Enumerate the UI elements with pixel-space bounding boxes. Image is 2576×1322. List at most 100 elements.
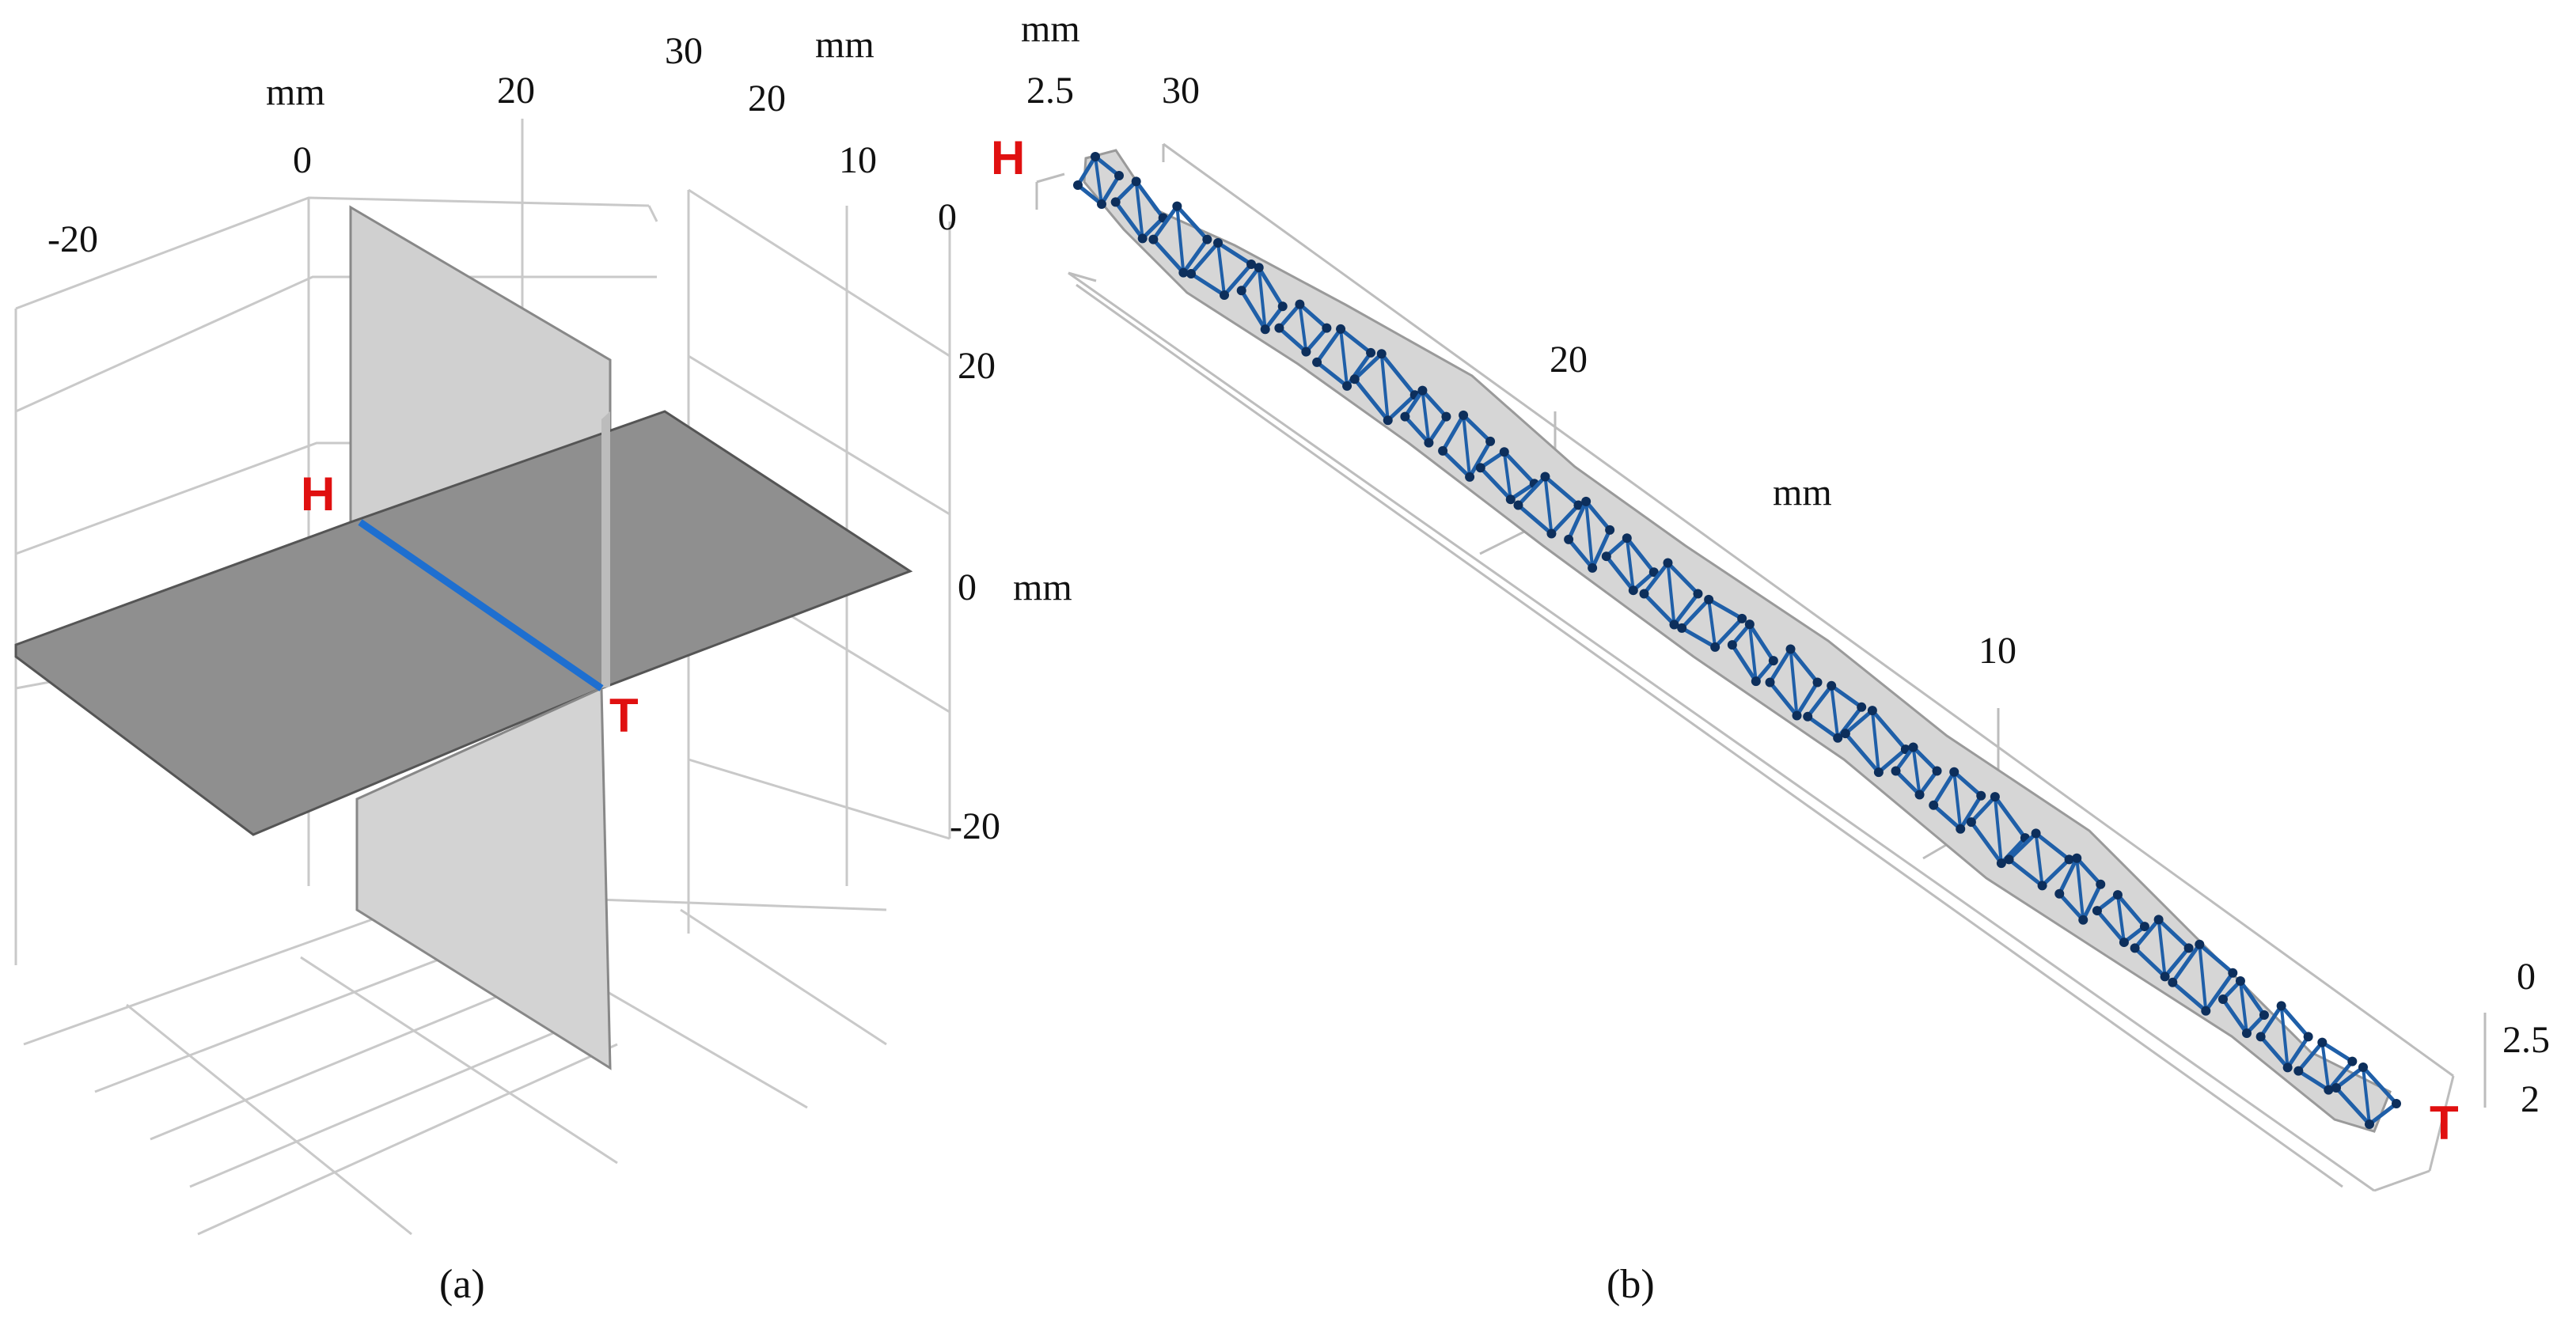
mesh-node bbox=[1417, 385, 1428, 396]
mesh-node bbox=[1622, 533, 1632, 544]
mesh-node bbox=[1605, 525, 1615, 535]
mesh-node bbox=[1336, 324, 1346, 334]
mesh-node bbox=[2201, 1006, 2211, 1016]
mesh-node bbox=[1751, 676, 1761, 687]
mesh-node bbox=[1438, 445, 1448, 456]
mesh-node bbox=[1475, 463, 1485, 473]
mesh-node bbox=[1485, 436, 1496, 446]
mesh-cell-diagonal bbox=[1789, 649, 1799, 716]
panel-a-axis-unit-y: mm bbox=[815, 24, 874, 66]
mesh-node bbox=[2096, 879, 2106, 889]
mesh-node bbox=[2037, 881, 2047, 891]
mesh-cells bbox=[1073, 152, 2401, 1129]
mesh-cell-diagonal bbox=[1625, 537, 1635, 591]
mesh-node bbox=[1260, 324, 1270, 335]
mesh-cell-diagonal bbox=[2157, 919, 2167, 977]
panel-b-tick-top: 2.5 bbox=[1026, 70, 1074, 112]
mesh-node bbox=[1465, 472, 1475, 482]
panel-b: H T mm mm 2.5 30 20 10 0 2.5 2 (b) bbox=[991, 8, 2550, 1307]
panel-a-tick-y-0: 30 bbox=[665, 30, 703, 72]
mesh-cell-diagonal bbox=[1993, 796, 2003, 864]
mesh-cell-diagonal bbox=[1707, 599, 1717, 648]
mesh-cell-diagonal bbox=[1134, 181, 1144, 239]
mesh-node bbox=[1459, 410, 1469, 420]
mesh-node bbox=[1376, 349, 1387, 359]
mesh-node bbox=[1114, 171, 1124, 180]
mesh-node bbox=[1601, 551, 1611, 562]
mesh-node bbox=[1873, 767, 1884, 778]
mesh-node bbox=[1236, 286, 1246, 296]
mesh-cell-diagonal bbox=[1747, 623, 1758, 682]
mesh-node bbox=[1383, 415, 1393, 426]
mesh-cell-diagonal bbox=[1462, 415, 1472, 478]
mesh-node bbox=[1669, 619, 1679, 630]
mesh-node bbox=[1137, 233, 1148, 244]
panel-a-tick-y-1: 20 bbox=[748, 78, 786, 119]
panel-a-axis-unit-z: mm bbox=[1013, 566, 1072, 608]
panel-a-tick-x-1: 0 bbox=[293, 139, 312, 181]
mesh-node bbox=[1322, 323, 1332, 333]
mesh-cell-diagonal bbox=[2198, 944, 2208, 1011]
panel-b-tick-right-2: 2 bbox=[2521, 1078, 2540, 1120]
mesh-node bbox=[1704, 594, 1714, 604]
vertical-plane-lower bbox=[355, 686, 612, 1070]
mesh-node bbox=[2228, 968, 2238, 978]
mesh-node bbox=[1573, 500, 1584, 510]
mesh-node bbox=[1908, 742, 1918, 752]
panel-b-tick-len-2: 10 bbox=[1978, 630, 2016, 672]
mesh-cell-diagonal bbox=[1421, 390, 1431, 443]
mesh-node bbox=[1131, 176, 1141, 187]
panel-a-label-head: H bbox=[301, 468, 335, 521]
mesh-node bbox=[2324, 1085, 2334, 1095]
mesh-node bbox=[1202, 234, 1212, 244]
panel-b-label-head: H bbox=[991, 131, 1025, 184]
mesh-node bbox=[2092, 906, 2102, 916]
mesh-node bbox=[1295, 299, 1305, 309]
mesh-node bbox=[1073, 180, 1083, 190]
panel-a-axis-unit-x: mm bbox=[266, 71, 325, 113]
mesh-node bbox=[1744, 619, 1755, 630]
mesh-node bbox=[1499, 447, 1509, 457]
mesh-node bbox=[1254, 263, 1264, 273]
panel-b-tick-right-1: 2.5 bbox=[2502, 1019, 2550, 1061]
panel-a-tick-x-2: 20 bbox=[497, 70, 535, 112]
mesh-node bbox=[1178, 267, 1189, 278]
mesh-node bbox=[2259, 1010, 2269, 1021]
mesh-node bbox=[1097, 199, 1106, 209]
mesh-node bbox=[1857, 702, 1867, 712]
mesh-node bbox=[1400, 411, 1410, 422]
mesh-node bbox=[1312, 357, 1322, 367]
mesh-node bbox=[1213, 237, 1224, 248]
mesh-node bbox=[1914, 790, 1925, 800]
mesh-cell-diagonal bbox=[1952, 771, 1963, 829]
panel-a-tick-y-3: 0 bbox=[938, 196, 957, 238]
mesh-node bbox=[2217, 994, 2228, 1005]
mesh-node bbox=[2078, 915, 2088, 925]
mesh-node bbox=[2235, 976, 2245, 987]
mesh-cell-diagonal bbox=[1666, 563, 1676, 625]
mesh-node bbox=[2004, 854, 2014, 865]
mesh-node bbox=[2064, 854, 2074, 865]
panel-b-tick-len-1: 20 bbox=[1550, 339, 1588, 381]
panel-b-tick-len-0: 30 bbox=[1162, 70, 1200, 112]
mesh-node bbox=[2365, 1119, 2374, 1129]
mesh-node bbox=[1366, 347, 1376, 358]
mesh-node bbox=[2392, 1099, 2401, 1108]
mesh-node bbox=[1220, 290, 1230, 300]
panel-a-tick-x-0: -20 bbox=[47, 218, 98, 260]
mesh-node bbox=[2282, 1063, 2293, 1073]
mesh-cell-diagonal bbox=[2320, 1042, 2331, 1090]
mesh-cell-diagonal bbox=[2115, 894, 2126, 943]
mesh-node bbox=[2183, 943, 2194, 953]
mesh-node bbox=[1148, 234, 1159, 244]
panel-a: H T mm mm mm -20 0 20 30 20 10 0 20 0 -2… bbox=[14, 24, 1072, 1307]
panel-a-tick-z-0: 20 bbox=[958, 345, 996, 387]
mesh-node bbox=[1812, 677, 1823, 688]
mesh-node bbox=[1277, 301, 1288, 312]
mesh-node bbox=[2255, 1032, 2266, 1042]
panel-a-label-tail: T bbox=[609, 689, 639, 742]
panel-b-frame bbox=[1035, 142, 2487, 1192]
mesh-node bbox=[1677, 623, 1687, 633]
mesh-node bbox=[2072, 853, 2082, 863]
